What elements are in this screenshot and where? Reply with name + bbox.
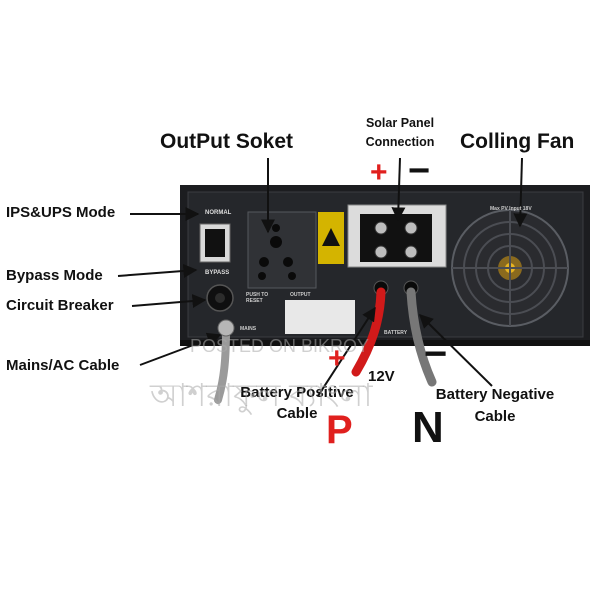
battery-minus-symbol: − — [424, 332, 448, 376]
mains-cable-gland — [217, 319, 235, 337]
bypass-printed-label: BYPASS — [205, 270, 230, 276]
output-printed-label: OUTPUT — [290, 292, 311, 298]
battery-negative-cable — [406, 287, 437, 387]
switch-printed-label: NORMAL — [205, 210, 232, 216]
arrow-battery-negative — [419, 314, 493, 387]
battery-negative-label-line1: Battery Negative — [435, 386, 555, 403]
circuit-breaker-knob — [206, 284, 234, 312]
mains-cable — [214, 326, 230, 404]
mode-switch — [199, 223, 231, 263]
info-sticker — [285, 300, 355, 334]
output-socket — [247, 211, 317, 289]
arrow-battery-positive — [317, 306, 376, 397]
mains-ac-cable-label: Mains/AC Cable — [6, 357, 120, 374]
battery-positive-label-line2: Cable — [276, 405, 318, 422]
circuit-breaker-label: Circuit Breaker — [6, 297, 114, 314]
arrow-bypass-mode — [117, 263, 198, 278]
arrow-solar-panel — [391, 157, 406, 222]
negative-letter: N — [412, 403, 444, 452]
cooling-fan-grille — [451, 209, 569, 327]
voltage-label: 12V — [368, 368, 395, 385]
breaker-printed-label: PUSH TO RESET — [246, 292, 269, 304]
battery-plus-symbol: + — [328, 342, 346, 375]
arrow-cooling-fan — [513, 157, 528, 228]
watermark-text-1: POSTED ON BIKROY — [190, 336, 370, 356]
solar-terminal-block — [347, 204, 447, 268]
watermark-text-2: আশরাফুল ব্যাংলা — [150, 377, 373, 413]
mains-printed-label: MAINS — [240, 326, 257, 332]
arrow-mains-cable — [139, 332, 222, 366]
warning-sticker — [318, 212, 344, 264]
positive-letter: P — [326, 408, 353, 452]
arrow-circuit-breaker — [131, 294, 207, 309]
output-socket-label: OutPut Soket — [160, 130, 294, 153]
fan-printed-label: Max PV Input 18V — [490, 206, 532, 212]
solar-minus-symbol: − — [408, 150, 431, 192]
solar-panel-label-line1: Solar Panel — [365, 116, 435, 130]
battery-positive-cable — [351, 287, 386, 377]
battery-negative-label-line2: Cable — [474, 408, 516, 425]
battery-positive-label-line1: Battery Positive — [240, 384, 354, 401]
bypass-mode-label: Bypass Mode — [6, 267, 103, 284]
cooling-fan-label: Colling Fan — [460, 130, 575, 153]
solar-plus-symbol: + — [370, 156, 388, 189]
battery-printed-label: BATTERY — [384, 330, 408, 336]
ips-ups-mode-label: IPS&UPS Mode — [6, 204, 116, 221]
solar-panel-label-line2: Connection — [365, 135, 435, 149]
